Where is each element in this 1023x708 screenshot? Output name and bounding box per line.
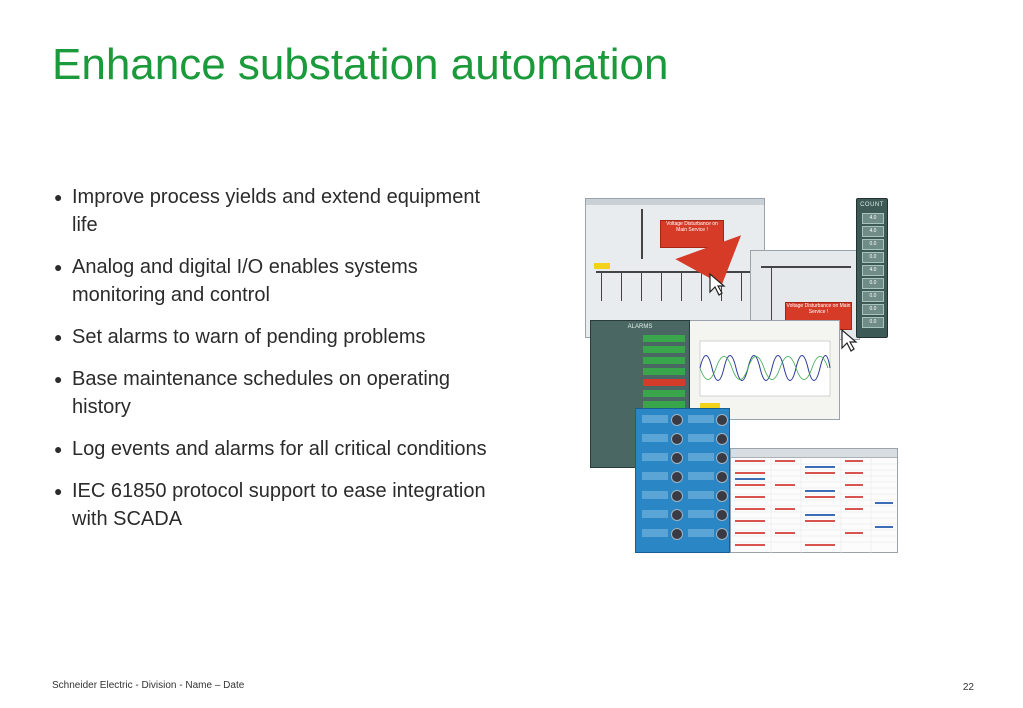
branch-line (661, 273, 662, 301)
status-label (642, 491, 668, 499)
count-title: COUNT (860, 202, 884, 208)
status-indicator-icon (716, 414, 728, 426)
alarm-row (595, 368, 687, 376)
alarm-row (595, 401, 687, 409)
branch-line (701, 273, 702, 301)
bullet-item: ● IEC 61850 protocol support to ease inte… (52, 477, 492, 533)
count-cell: 4.0 (862, 213, 884, 224)
bullet-text: Analog and digital I/O enables systems m… (72, 256, 418, 306)
count-cell: 0.0 (862, 304, 884, 315)
bullet-item: ● Analog and digital I/O enables systems … (52, 253, 492, 309)
bullet-dot-icon: ● (54, 371, 63, 387)
main-bus (596, 271, 756, 273)
count-panel: COUNT 4.0 4.0 0.0 0.0 4.0 0.0 0.0 0.0 0.… (856, 198, 888, 338)
bullet-text: Set alarms to warn of pending problems (72, 326, 426, 348)
status-label (688, 529, 714, 537)
event-log-window (730, 448, 898, 553)
count-cell: 0.0 (862, 317, 884, 328)
branch-line (601, 273, 602, 301)
alarm-row (595, 379, 687, 387)
branch-line (721, 273, 722, 301)
alarm-row (595, 335, 687, 343)
branch-line (681, 273, 682, 301)
status-indicator-panel (635, 408, 730, 553)
status-indicator-icon (716, 490, 728, 502)
slide-title: Enhance substation automation (52, 40, 669, 89)
status-indicator-icon (671, 471, 683, 483)
feeder-line (641, 209, 643, 259)
count-cell: 0.0 (862, 252, 884, 263)
status-label (642, 415, 668, 423)
bullet-dot-icon: ● (54, 259, 63, 275)
bullet-item: ● Log events and alarms for all critical … (52, 435, 492, 463)
software-screenshot-collage: Voltage Disturbance on Main Service ! Vo… (580, 190, 900, 560)
status-label (688, 434, 714, 442)
page-number: 22 (962, 682, 974, 693)
status-indicator-icon (716, 528, 728, 540)
status-indicator-icon (716, 471, 728, 483)
branch-line (641, 273, 642, 301)
window-header (586, 199, 764, 205)
detail-line (771, 268, 772, 328)
status-label (642, 529, 668, 537)
status-indicator-icon (671, 452, 683, 464)
bus-tag (594, 263, 610, 269)
bullet-text: Log events and alarms for all critical c… (72, 438, 487, 460)
bullet-text: Improve process yields and extend equipm… (72, 186, 481, 236)
mouse-cursor-icon (841, 328, 858, 352)
mouse-cursor-icon (709, 272, 726, 296)
status-indicator-icon (716, 452, 728, 464)
bullet-dot-icon: ● (54, 441, 63, 457)
waveform-window (685, 320, 840, 420)
bullet-item: ● Base maintenance schedules on operating… (52, 365, 492, 421)
alarms-title: ALARMS (627, 324, 653, 330)
branch-line (621, 273, 622, 301)
waveform-graph (699, 340, 831, 409)
bullet-dot-icon: ● (54, 189, 63, 205)
bullet-dot-icon: ● (54, 329, 63, 345)
branch-line (741, 273, 742, 301)
count-cell: 4.0 (862, 265, 884, 276)
alarm-row (595, 357, 687, 365)
bullet-dot-icon: ● (54, 483, 63, 499)
status-label (642, 472, 668, 480)
bullet-list: ● Improve process yields and extend equip… (52, 183, 492, 547)
status-indicator-icon (671, 433, 683, 445)
slide-footer: Schneider Electric - Division - Name – D… (52, 680, 245, 691)
status-indicator-icon (716, 509, 728, 521)
bullet-item: ● Improve process yields and extend equip… (52, 183, 492, 239)
status-label (688, 491, 714, 499)
status-indicator-icon (716, 433, 728, 445)
status-indicator-icon (671, 414, 683, 426)
status-indicator-icon (671, 528, 683, 540)
status-label (642, 453, 668, 461)
count-cell: 4.0 (862, 226, 884, 237)
count-cell: 0.0 (862, 278, 884, 289)
status-indicator-icon (671, 509, 683, 521)
detail-bus (761, 266, 851, 268)
event-log-table (731, 458, 897, 553)
status-label (688, 415, 714, 423)
alarm-row (595, 346, 687, 354)
window-header (731, 449, 897, 458)
status-label (688, 510, 714, 518)
bullet-text: IEC 61850 protocol support to ease integ… (72, 480, 486, 530)
bullet-item: ● Set alarms to warn of pending problems (52, 323, 492, 351)
alarm-callout: Voltage Disturbance on Main Service ! (660, 220, 724, 248)
status-label (642, 434, 668, 442)
count-cell: 0.0 (862, 239, 884, 250)
alarm-row (595, 390, 687, 398)
count-cell: 0.0 (862, 291, 884, 302)
status-indicator-icon (671, 490, 683, 502)
bullet-text: Base maintenance schedules on operating … (72, 368, 451, 418)
status-label (642, 510, 668, 518)
status-label (688, 472, 714, 480)
status-label (688, 453, 714, 461)
